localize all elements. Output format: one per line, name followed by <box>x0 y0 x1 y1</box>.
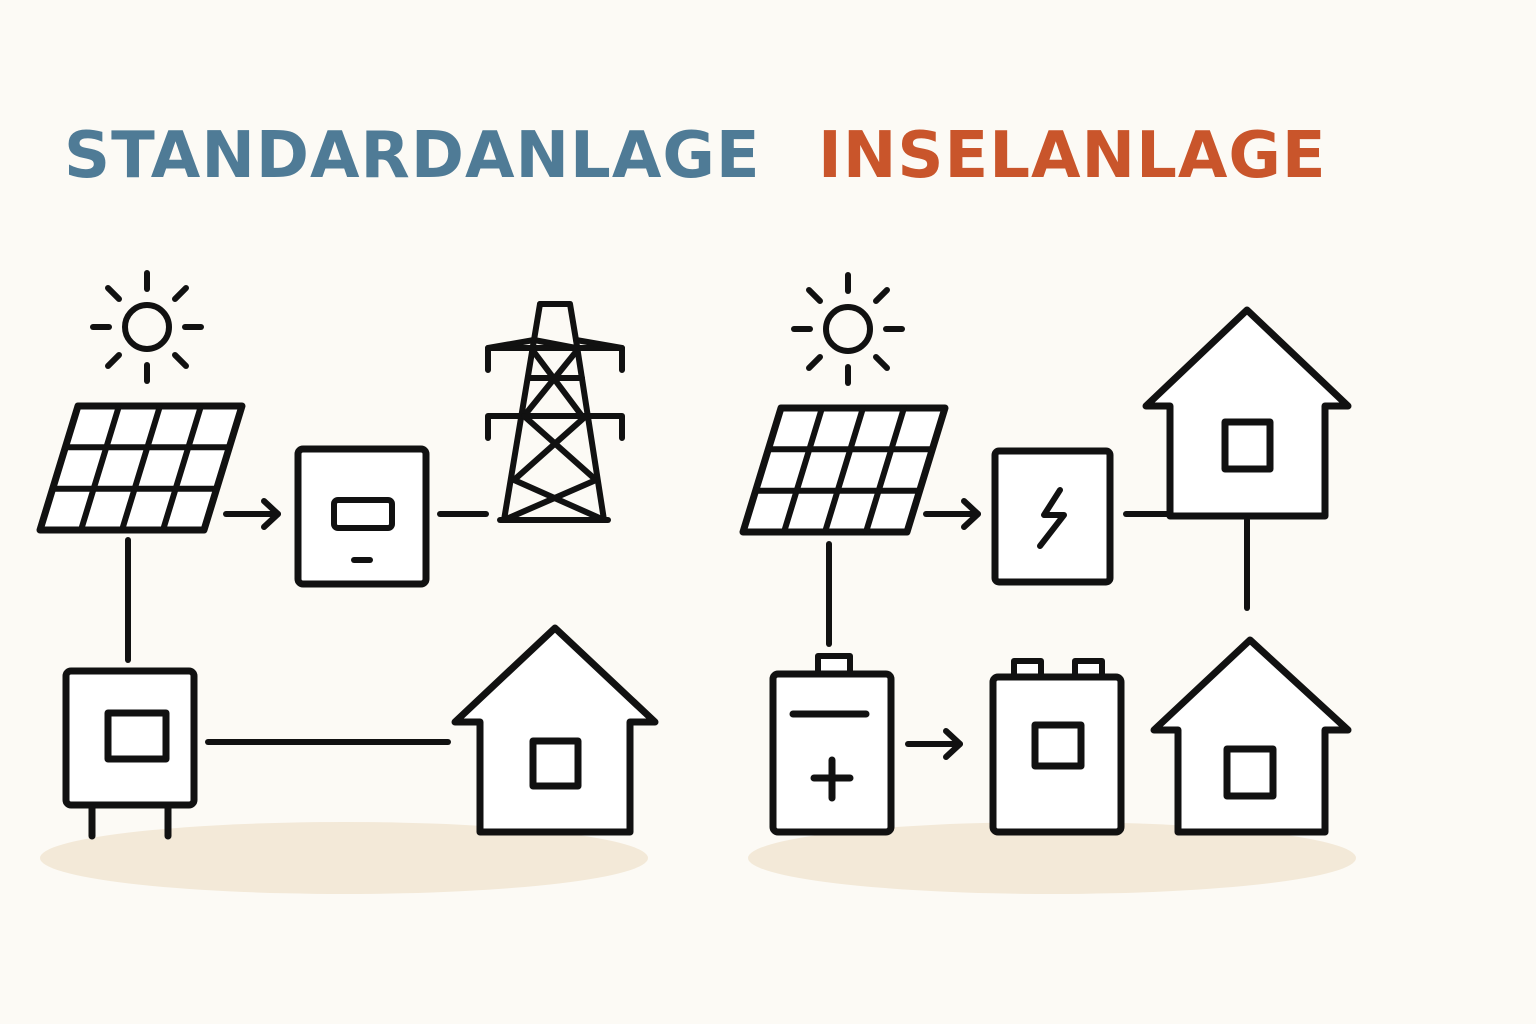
title-inselanlage: INSELANLAGE <box>818 119 1327 193</box>
storage-battery-icon <box>989 658 1125 836</box>
meter-box-icon <box>62 667 198 840</box>
house-icon <box>1142 306 1352 520</box>
house-icon <box>1150 636 1352 836</box>
arrow-panel-to-inverter <box>226 501 278 527</box>
house-icon <box>451 624 659 836</box>
title-standardanlage: STANDARDANLAGE <box>64 119 761 193</box>
arrow-panel-to-controller <box>926 501 978 527</box>
power-pylon-icon <box>485 301 625 523</box>
lightning-icon <box>1037 487 1067 549</box>
battery-icon <box>769 653 895 836</box>
inverter-icon <box>294 445 430 588</box>
charge-controller-icon <box>991 447 1114 586</box>
sun-icon <box>794 275 902 383</box>
arrow-battery-to-storage <box>908 731 960 757</box>
sun-icon <box>93 273 201 381</box>
ground-shadow-left <box>40 822 648 894</box>
solar-panel-icon <box>743 408 945 532</box>
ground-shadow-right <box>748 822 1356 894</box>
solar-panel-icon <box>40 406 242 530</box>
